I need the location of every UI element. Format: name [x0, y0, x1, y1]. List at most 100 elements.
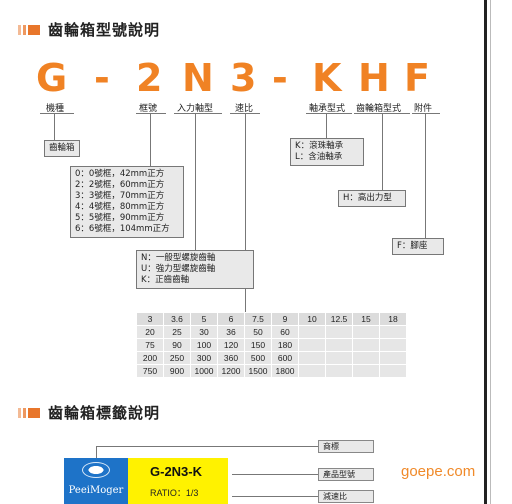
ratio-cell: 75 — [137, 339, 163, 351]
underline — [412, 113, 440, 114]
ratio-cell: 50 — [245, 326, 271, 338]
ratio-cell: 36 — [218, 326, 244, 338]
underline — [354, 113, 410, 114]
ratio-row: 200 250 300 360 500 600 — [137, 352, 406, 364]
brand-logo-icon — [82, 462, 110, 478]
ratio-cell: 600 — [272, 352, 298, 364]
ratio-cell: 900 — [164, 365, 190, 377]
ratio-row: 20 25 30 36 50 60 — [137, 326, 406, 338]
model-char-dash: - — [94, 56, 110, 100]
frame-line: 3：3號框，70mm正方 — [75, 191, 165, 201]
nameplate-model: G-2N3-K — [150, 464, 203, 479]
ratio-cell — [299, 352, 325, 364]
ratio-header-cell: 6 — [218, 313, 244, 325]
ratio-cell: 360 — [218, 352, 244, 364]
ratio-cell: 180 — [272, 339, 298, 351]
ratio-cell: 1000 — [191, 365, 217, 377]
gearbox-box-text: 齒輪箱 — [49, 143, 75, 153]
underline — [40, 113, 74, 114]
input-box: N：一般型螺旋齒軸 U：強力型螺旋齒軸 K：正齒齒軸 — [136, 250, 254, 289]
right-border-thick — [484, 0, 487, 504]
underline — [306, 113, 352, 114]
model-code: G - 2 N 3 - K H F — [36, 58, 446, 98]
ratio-cell: 750 — [137, 365, 163, 377]
ratio-header-cell: 3.6 — [164, 313, 190, 325]
model-char-bearing: K — [312, 56, 342, 100]
foot-text: F：腳座 — [397, 241, 428, 251]
frame-line: 2：2號框，60mm正方 — [75, 180, 165, 190]
ratio-cell: 500 — [245, 352, 271, 364]
input-line: U：強力型螺旋齒軸 — [141, 264, 216, 274]
ratio-header-cell: 9 — [272, 313, 298, 325]
underline — [174, 113, 222, 114]
ratio-cell: 25 — [164, 326, 190, 338]
label-box-ratio: 減速比 — [318, 490, 374, 503]
ratio-header-cell: 18 — [380, 313, 406, 325]
leader-line — [232, 496, 318, 497]
ratio-header-cell: 15 — [353, 313, 379, 325]
ratio-cell — [326, 365, 352, 377]
ratio-cell: 250 — [164, 352, 190, 364]
nameplate-ratio: RATIO：1/3 — [150, 488, 199, 498]
model-char-input: N — [182, 56, 214, 100]
input-line: N：一般型螺旋齒軸 — [141, 253, 216, 263]
ratio-cell — [353, 352, 379, 364]
watermark: goepe.com — [401, 463, 476, 480]
ratio-cell — [380, 352, 406, 364]
label-box-brand: 商標 — [318, 440, 374, 453]
leader-line — [232, 474, 318, 475]
ratio-cell — [299, 365, 325, 377]
ratio-cell: 120 — [218, 339, 244, 351]
high-output-box: H：高出力型 — [338, 190, 406, 207]
leader-line — [96, 446, 97, 458]
gearbox-box: 齒輪箱 — [44, 140, 80, 157]
model-char-dash: - — [272, 56, 288, 100]
foot-box: F：腳座 — [392, 238, 444, 255]
ratio-header-row: 3 3.6 5 6 7.5 9 10 12.5 15 18 — [137, 313, 406, 325]
ratio-cell: 200 — [137, 352, 163, 364]
ratio-cell: 1500 — [245, 365, 271, 377]
ratio-header-cell: 12.5 — [326, 313, 352, 325]
ratio-cell — [380, 326, 406, 338]
frame-line: 4：4號框，80mm正方 — [75, 202, 165, 212]
ratio-cell — [326, 326, 352, 338]
label-frame: 框號 — [139, 104, 158, 114]
label-input: 入力軸型 — [177, 104, 214, 114]
brand-name: PeeiMoger — [68, 485, 124, 496]
ratio-header-cell: 3 — [137, 313, 163, 325]
ratio-cell: 90 — [164, 339, 190, 351]
section-header-model: 齒輪箱型號說明 — [18, 19, 160, 40]
model-char-type: H — [358, 56, 390, 100]
label-accessory: 附件 — [414, 104, 433, 114]
model-char-speed: 3 — [230, 56, 257, 100]
frame-line: 6：6號框，104mm正方 — [75, 224, 170, 234]
frame-line: 0：0號框，42mm正方 — [75, 169, 165, 179]
ratio-cell — [326, 352, 352, 364]
label-gearbox-type: 齒輪箱型式 — [356, 104, 402, 114]
section-title: 齒輪箱標籤說明 — [48, 404, 161, 422]
ratio-row: 75 90 100 120 150 180 — [137, 339, 406, 351]
ratio-header-cell: 10 — [299, 313, 325, 325]
label-machine: 機種 — [46, 104, 65, 114]
ratio-cell — [299, 326, 325, 338]
section-header-label: 齒輪箱標籤說明 — [18, 402, 160, 423]
connector-line — [245, 114, 246, 312]
bearing-line: L：含油軸承 — [295, 152, 343, 162]
ratio-cell — [353, 365, 379, 377]
section-bullet-icon — [18, 24, 40, 36]
high-output-text: H：高出力型 — [343, 193, 392, 203]
ratio-cell: 300 — [191, 352, 217, 364]
connector-line — [425, 114, 426, 238]
connector-line — [326, 114, 327, 138]
ratio-cell: 1800 — [272, 365, 298, 377]
ratio-cell: 100 — [191, 339, 217, 351]
ratio-header-cell: 5 — [191, 313, 217, 325]
label-bearing: 軸承型式 — [309, 104, 346, 114]
section-bullet-icon — [18, 407, 40, 419]
ratio-cell: 60 — [272, 326, 298, 338]
bearing-box: K：滾珠軸承 L：含油軸承 — [290, 138, 364, 166]
ratio-cell: 20 — [137, 326, 163, 338]
connector-line — [382, 114, 383, 190]
ratio-cell: 30 — [191, 326, 217, 338]
nameplate-brand-panel: PeeiMoger — [64, 458, 128, 504]
